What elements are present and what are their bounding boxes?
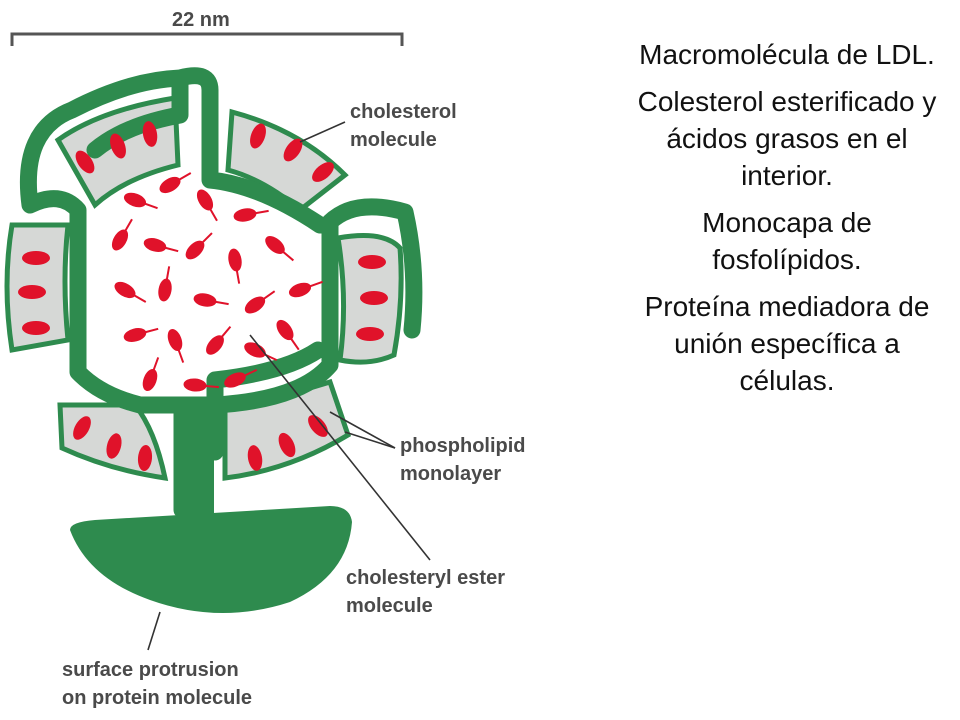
cholesterol-molecule <box>137 445 153 471</box>
label-phospholipid-2: monolayer <box>400 463 501 485</box>
cholesterol-molecule <box>356 327 384 341</box>
cholesterol-molecule <box>358 255 386 269</box>
label-protrusion-1: surface protrusion <box>62 659 239 681</box>
cholesterol-molecule <box>250 123 266 149</box>
scale-bar <box>10 32 404 46</box>
label-ester-2: molecule <box>346 595 433 617</box>
cholesterol-molecule <box>73 416 91 440</box>
cholesteryl-ester-molecule <box>233 208 269 222</box>
cholesteryl-ester-core <box>111 172 323 392</box>
leader-line-protrusion <box>147 611 161 651</box>
cholesterol-molecule <box>312 162 334 182</box>
leader-line-phospholipid-2 <box>329 411 396 449</box>
protein-stem <box>178 400 214 520</box>
cholesterol-molecule <box>106 433 122 459</box>
leader-line-ester <box>249 334 431 561</box>
protein-protrusion <box>70 506 352 614</box>
cholesterol-molecule <box>247 445 263 471</box>
cholesteryl-ester-molecule <box>167 328 185 363</box>
cholesteryl-ester-molecule <box>193 293 229 307</box>
cholesteryl-ester-molecule <box>185 232 213 260</box>
label-protrusion-2: on protein molecule <box>62 687 252 709</box>
label-phospholipid-1: phospholipid <box>400 435 526 457</box>
cholesteryl-ester-molecule <box>123 192 158 210</box>
cholesteryl-ester-molecule <box>114 281 147 303</box>
cholesteryl-ester-molecule <box>228 248 242 284</box>
cholesteryl-ester-molecule <box>206 325 232 355</box>
caption-esterified-cholesterol: Colesterol esterificado y ácidos grasos … <box>637 86 937 191</box>
cholesteryl-ester-molecule <box>143 238 179 253</box>
cholesteryl-ester-molecule <box>111 218 133 251</box>
cholesteryl-ester-molecule <box>265 236 295 262</box>
cholesterol-molecule <box>308 415 328 437</box>
caption-ldl-macromolecule: Macromolécula de LDL. <box>639 39 935 70</box>
cholesterol-molecule <box>360 291 388 305</box>
cholesterol-molecule <box>22 321 50 335</box>
cholesteryl-ester-molecule <box>244 290 276 314</box>
label-cholesterol-2: molecule <box>350 129 437 151</box>
cholesterol-molecules <box>18 121 388 471</box>
label-ester-1: cholesteryl ester <box>346 567 505 589</box>
leader-line-cholesterol <box>299 121 346 143</box>
cholesterol-molecule <box>22 251 50 265</box>
cholesteryl-ester-molecule <box>159 172 192 194</box>
cholesterol-molecule <box>75 150 95 174</box>
caption-binding-protein: Proteína mediadora de unión específica a… <box>644 291 930 396</box>
cholesterol-molecule <box>110 133 126 159</box>
cholesteryl-ester-molecule <box>183 378 219 392</box>
cholesterol-molecule <box>18 285 46 299</box>
cholesteryl-ester-molecule <box>158 266 172 302</box>
leader-lines <box>147 121 431 651</box>
cholesteryl-ester-molecule <box>276 319 300 351</box>
caption-phospholipid-monolayer: Monocapa de fosfolípidos. <box>702 207 872 275</box>
scale-label: 22 nm <box>172 9 230 31</box>
cholesteryl-ester-molecule <box>224 368 258 388</box>
cholesteryl-ester-molecule <box>288 280 323 298</box>
cholesterol-molecule <box>142 121 158 147</box>
cholesterol-molecule <box>283 138 303 162</box>
caption-panel: Macromolécula de LDL. Colesterol esterif… <box>628 36 946 409</box>
cholesteryl-ester-molecule <box>123 327 159 342</box>
cholesteryl-ester-molecule <box>196 189 218 222</box>
leader-line-phospholipid <box>344 431 396 449</box>
label-cholesterol-1: cholesterol <box>350 101 457 123</box>
cholesterol-molecule <box>278 432 296 458</box>
cholesteryl-ester-molecule <box>142 357 160 392</box>
